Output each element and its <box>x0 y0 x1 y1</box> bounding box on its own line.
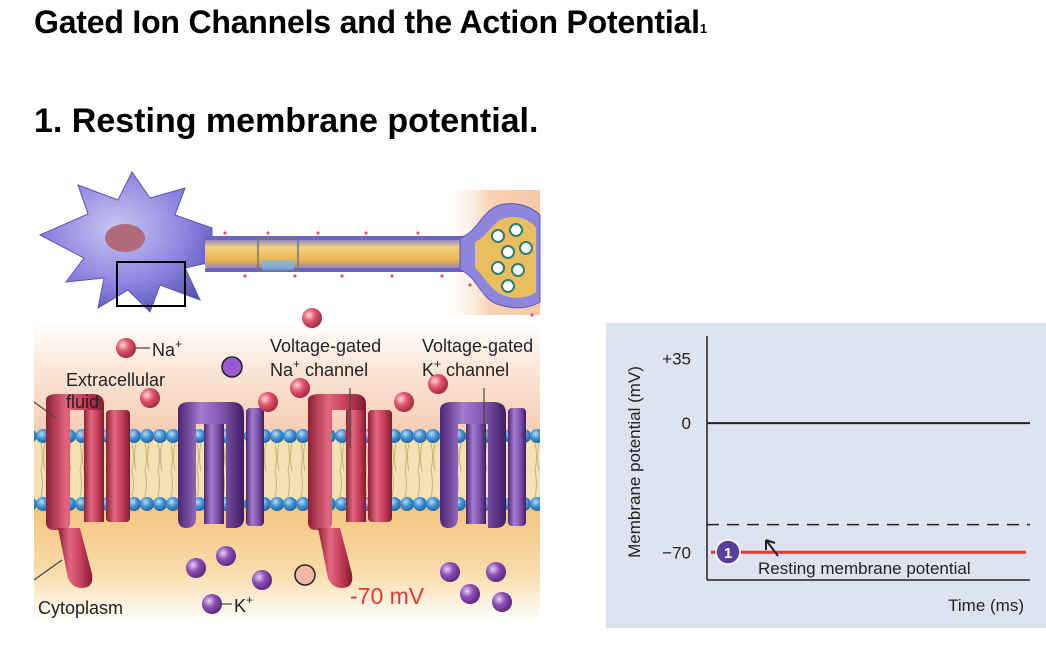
x-axis-label: Time (ms) <box>948 596 1024 615</box>
lipid-head <box>530 497 540 511</box>
sodium-ion <box>258 392 278 412</box>
legend-open-ion-extracellular <box>221 356 243 378</box>
sodium-ions <box>116 308 448 412</box>
lipid-head <box>283 429 297 443</box>
lipid-tail <box>391 442 397 498</box>
legend-open-ion-cytoplasm <box>294 564 316 586</box>
lipid-head <box>530 429 540 443</box>
lipid-head <box>400 429 414 443</box>
lipid-tail <box>131 442 137 498</box>
lipid-tail <box>430 442 436 498</box>
potassium-channel-left <box>178 402 264 528</box>
y-ticks: +35 0 −70 <box>662 349 691 562</box>
step-badge <box>715 539 741 565</box>
lipid-tail <box>339 442 345 498</box>
potassium-ion <box>252 570 272 590</box>
potassium-ion <box>202 594 222 614</box>
y-tick-label: +35 <box>662 349 691 368</box>
sodium-ion <box>116 338 136 358</box>
lipid-head <box>426 429 440 443</box>
y-tick-label: 0 <box>682 414 691 433</box>
lipid-head <box>296 497 310 511</box>
annotation-arrow <box>765 539 779 557</box>
lipid-head <box>153 429 167 443</box>
sodium-ion <box>302 308 322 328</box>
zoom-box-soma <box>116 261 186 307</box>
sodium-ion <box>140 388 160 408</box>
potassium-ion <box>440 562 460 582</box>
lipid-tail <box>40 442 46 498</box>
extracellular-fluid-label-line1: Extracellular <box>66 370 165 390</box>
potassium-ions <box>186 546 512 614</box>
vg-k-channel-label-line2: K+ channel <box>422 357 509 380</box>
lipid-tail <box>534 442 540 498</box>
vg-na-channel-label-line1: Voltage-gated <box>270 336 381 356</box>
lipid-head <box>34 430 37 442</box>
lipid-head <box>296 429 310 443</box>
voltage-gated-sodium-channel <box>308 394 392 588</box>
lipid-tail <box>404 442 410 498</box>
lipid-head <box>426 497 440 511</box>
sodium-ion <box>290 378 310 398</box>
lipid-tail <box>417 442 423 498</box>
nucleus <box>105 224 145 252</box>
step-badge-number: 1 <box>724 545 732 562</box>
lipid-head <box>335 429 349 443</box>
vg-k-channel-label-line1: Voltage-gated <box>422 336 533 356</box>
lipid-head <box>413 497 427 511</box>
lipid-head <box>140 429 154 443</box>
lipid-head <box>283 497 297 511</box>
voltage-gated-potassium-channel <box>440 402 526 528</box>
page-title: Gated Ion Channels and the Action Potent… <box>34 4 707 41</box>
potassium-ion <box>486 562 506 582</box>
title-footnote: 1 <box>699 21 707 36</box>
zoom-box-axon <box>257 237 299 272</box>
lipid-head <box>400 497 414 511</box>
membrane-voltage-label: -70 mV <box>350 583 425 609</box>
cytoplasm-label: Cytoplasm <box>38 598 123 618</box>
sodium-channel-left <box>46 394 130 588</box>
lipid-head <box>413 429 427 443</box>
potassium-ion <box>186 558 206 578</box>
lipid-tail <box>170 442 176 498</box>
potassium-ion <box>216 546 236 566</box>
chart-background <box>606 323 1046 628</box>
annotation-text: Resting membrane potential <box>758 559 971 578</box>
lipid-head <box>34 498 37 510</box>
extracellular-fluid-label-line2: fluid <box>66 392 99 412</box>
neuron-overview <box>38 171 541 317</box>
lipid-head <box>166 429 180 443</box>
lipid-tail <box>300 442 306 498</box>
sodium-ion <box>428 374 448 394</box>
sodium-ion <box>394 392 414 412</box>
lipid-tail <box>157 442 163 498</box>
potassium-ion <box>460 584 480 604</box>
lipid-tail <box>274 442 280 498</box>
lipid-head <box>270 429 284 443</box>
lipid-tail <box>79 442 85 498</box>
lipid-tail <box>196 442 202 498</box>
lipid-head <box>166 497 180 511</box>
section-heading: 1. Resting membrane potential. <box>34 102 539 140</box>
lipid-head <box>127 429 141 443</box>
page-title-text: Gated Ion Channels and the Action Potent… <box>34 4 700 40</box>
potassium-ion <box>492 592 512 612</box>
lipid-head <box>140 497 154 511</box>
vg-na-channel-label-line2: Na+ channel <box>270 357 368 380</box>
lipid-head <box>153 497 167 511</box>
k-ion-label: K+ <box>234 593 253 616</box>
lipid-head <box>270 497 284 511</box>
y-tick-label: −70 <box>662 543 691 562</box>
lipid-head <box>127 497 141 511</box>
na-ion-label: Na+ <box>152 337 182 360</box>
y-axis-label: Membrane potential (mV) <box>625 366 644 558</box>
lipid-tail <box>144 442 150 498</box>
lipid-tail <box>287 442 293 498</box>
lipid-head <box>335 497 349 511</box>
